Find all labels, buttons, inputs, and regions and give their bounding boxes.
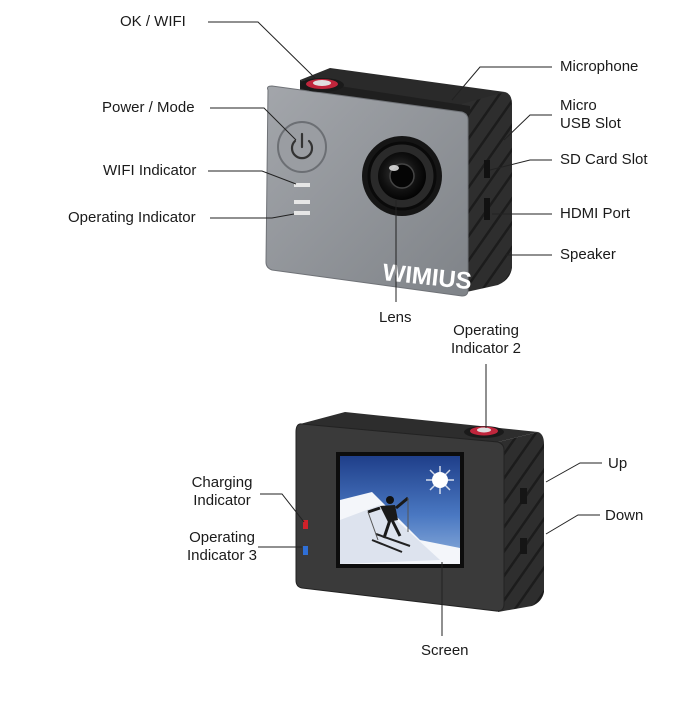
sd-card-leader: [489, 159, 552, 171]
power-mode-label: Power / Mode: [102, 99, 195, 116]
back-camera-side: [498, 432, 544, 612]
operating-indicator-3-line2: Indicator 3: [186, 547, 258, 564]
up-button: [520, 488, 527, 504]
front-camera-band: [300, 80, 470, 114]
lens-label: Lens: [379, 309, 412, 326]
operating-indicator-3-light: [303, 546, 308, 555]
screen-label: Screen: [421, 642, 469, 659]
front-camera-side: [462, 92, 512, 293]
back-camera: [295, 412, 544, 612]
charging-indicator-line2: Indicator: [193, 492, 251, 509]
down-button: [520, 538, 527, 554]
operating-indicator-2-line2: Indicator 2: [450, 340, 522, 357]
screen: [340, 456, 460, 564]
micro-usb-leader: [503, 114, 552, 141]
wifi-indicator-leader: [208, 170, 297, 185]
ok-wifi-label: OK / WIFI: [120, 13, 186, 30]
down-leader: [545, 514, 600, 535]
operating-indicator-3-line1: Operating: [189, 529, 255, 546]
operating-indicator-label: Operating Indicator: [68, 209, 196, 226]
speaker-label: Speaker: [560, 246, 616, 263]
power-icon: [290, 132, 314, 160]
lens-assembly: [362, 136, 442, 216]
down-label: Down: [605, 507, 644, 524]
charging-indicator-line1: Charging: [191, 474, 253, 491]
operating-indicator-light-2: [294, 211, 310, 215]
charging-indicator-label: Charging Indicator: [184, 474, 260, 510]
charging-indicator-leader: [260, 493, 305, 523]
skier-icon: [367, 496, 411, 553]
micro-usb-port: [484, 160, 490, 178]
micro-usb-label-line2: USB Slot: [560, 115, 621, 132]
back-shutter-center: [477, 427, 491, 433]
operating-indicator-3-label: Operating Indicator 3: [180, 529, 264, 565]
wifi-indicator-light: [294, 183, 310, 187]
wifi-indicator-label: WIFI Indicator: [103, 162, 197, 179]
hdmi-label: HDMI Port: [560, 205, 631, 222]
microphone-label: Microphone: [560, 58, 639, 75]
microphone-leader: [451, 66, 552, 101]
operating-indicator-2-line1: Operating: [453, 322, 519, 339]
up-label: Up: [608, 455, 628, 472]
power-mode-leader: [210, 107, 297, 141]
charging-indicator-light: [303, 520, 308, 529]
leader-lines: [208, 21, 602, 636]
front-camera: WIMIUS: [265, 68, 512, 297]
micro-usb-label: Micro USB Slot: [560, 97, 621, 133]
ok-wifi-button-center: [313, 80, 331, 86]
operating-indicator-2-label: Operating Indicator 2: [444, 322, 528, 358]
operating-indicator-light: [294, 200, 310, 204]
operating-indicator-leader: [210, 213, 295, 219]
up-leader: [545, 462, 602, 483]
hdmi-port: [484, 198, 490, 220]
ok-wifi-leader: [208, 21, 316, 79]
sd-card-label: SD Card Slot: [560, 151, 648, 168]
micro-usb-label-line1: Micro: [560, 97, 597, 114]
